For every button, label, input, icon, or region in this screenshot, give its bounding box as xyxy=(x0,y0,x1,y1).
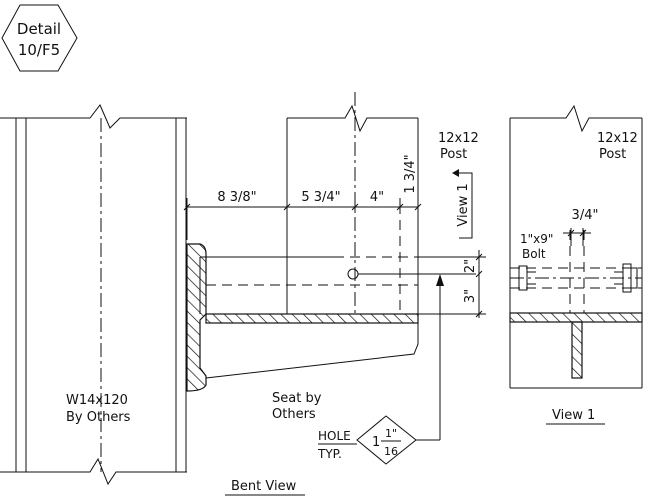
seat-label-sub: Others xyxy=(272,407,316,422)
dimension-8-3-8: 8 3/8" xyxy=(217,190,256,205)
column-label-sub: By Others xyxy=(66,410,131,425)
dimension-tick xyxy=(579,229,587,237)
post-view-label-sub: Post xyxy=(599,147,626,162)
dimension-4: 4" xyxy=(370,190,384,205)
bolt-offset-dimension: 3/4" xyxy=(572,208,599,223)
seat-horizontal-plate xyxy=(205,313,419,324)
view-1-caption: View 1 xyxy=(552,408,595,423)
bolt-hole xyxy=(347,268,359,280)
view-1-stiffener xyxy=(571,321,583,379)
post-view-label: 12x12 xyxy=(597,131,638,146)
view-1-reference: View 1 xyxy=(452,169,473,239)
dimension-tick xyxy=(414,203,422,211)
seat-vertical-plate xyxy=(186,243,207,392)
hole-size-whole: 1 xyxy=(372,435,380,450)
bolt-label-sub: Bolt xyxy=(522,247,546,261)
column-label: W14x120 xyxy=(66,393,128,408)
view-1-seat-plate xyxy=(509,312,643,323)
steel-column: W14x120 By Others xyxy=(0,104,187,486)
seat-label: Seat by xyxy=(272,391,322,406)
dimension-1-3-4: 1 3/4" xyxy=(403,154,418,193)
view-1-arrowhead-icon xyxy=(452,169,459,177)
column-top-break-line xyxy=(0,104,187,129)
hole-label: HOLE xyxy=(318,429,351,443)
dimension-3: 3" xyxy=(463,289,478,303)
post-top-break-line xyxy=(287,104,418,133)
post-bent-label-sub: Post xyxy=(440,147,467,162)
view-1: 12x12 Post 3/4" 1"x9" Bolt xyxy=(509,104,643,389)
bolt-nut-right-icon xyxy=(614,263,638,293)
seat-bracket: Seat by Others xyxy=(186,243,419,422)
hole-size-numerator: 1" xyxy=(385,427,397,440)
view-1-arrow-line xyxy=(459,172,473,239)
post-bent-view: 12x12 Post xyxy=(206,92,479,314)
detail-tag: Detail 10/F5 xyxy=(1,4,78,72)
dimension-tick xyxy=(475,270,483,278)
detail-tag-title: Detail xyxy=(17,20,61,38)
hole-label-sub: TYP. xyxy=(317,447,342,461)
captions: Bent View View 1 xyxy=(225,408,605,496)
column-bottom-break-line xyxy=(0,457,187,486)
detail-tag-ref: 10/F5 xyxy=(18,41,60,59)
hole-leader-arrowhead-icon xyxy=(436,274,444,286)
detail-tag-hexagon xyxy=(1,4,78,72)
view-1-reference-label: View 1 xyxy=(456,183,471,226)
dimension-tick xyxy=(567,229,575,237)
bolt-head-left-icon xyxy=(518,265,536,291)
hole-size-denominator: 16 xyxy=(384,445,398,458)
bolt-label: 1"x9" xyxy=(520,232,553,246)
vertical-dimensions: 2" 3" xyxy=(418,250,486,318)
dimension-tick xyxy=(475,310,483,318)
seat-stiffener xyxy=(205,322,419,379)
hole-callout: HOLE TYP. 1 1" 16 xyxy=(317,274,444,465)
dimension-tick xyxy=(475,253,483,261)
dimension-tick xyxy=(396,203,404,211)
horizontal-dimensions: 8 3/8" 5 3/4" 4" 1 3/4" xyxy=(183,154,422,240)
dimension-2: 2" xyxy=(463,259,478,273)
dimension-tick xyxy=(183,203,191,211)
hole-diamond xyxy=(356,415,417,465)
dimension-tick xyxy=(283,203,291,211)
bent-view-caption: Bent View xyxy=(231,479,297,494)
view-1-top-break-line xyxy=(510,104,642,133)
post-bent-label: 12x12 xyxy=(438,131,479,146)
dimension-5-3-4: 5 3/4" xyxy=(301,190,340,205)
dimension-tick xyxy=(351,203,359,211)
